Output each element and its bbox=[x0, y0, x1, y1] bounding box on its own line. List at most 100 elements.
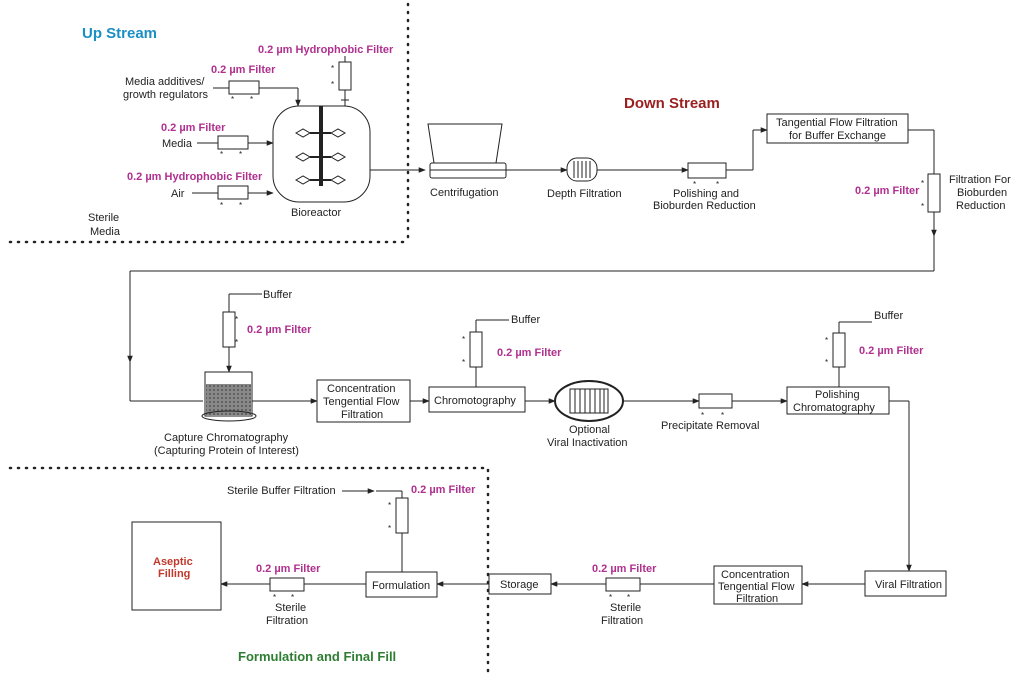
svg-text:*: * bbox=[388, 501, 391, 510]
chromatography-buffer-filter bbox=[469, 331, 483, 368]
storage-label: Storage bbox=[500, 579, 539, 591]
growth-regulators-label: growth regulators bbox=[123, 89, 208, 101]
svg-text:*: * bbox=[825, 336, 828, 345]
sterile-media-label: Sterile bbox=[88, 212, 119, 224]
media-additives-label: Media additives/ bbox=[125, 76, 205, 88]
filter-label-additives: 0.2 µm Filter bbox=[211, 64, 276, 76]
tff-label-1: Tangential Flow Filtration bbox=[776, 117, 898, 129]
impellers bbox=[294, 128, 347, 185]
svg-text:*: * bbox=[231, 95, 234, 104]
capture-buffer-filter bbox=[222, 311, 236, 348]
chromatography-label: Chromotography bbox=[434, 395, 516, 407]
svg-text:*: * bbox=[220, 201, 223, 210]
downstream-row-1: Centrifugation Depth Filtration * * Polis… bbox=[127, 113, 1011, 402]
viral-filtration-label: Viral Filtration bbox=[875, 579, 942, 591]
polishing-chrom-label-2: Chromatography bbox=[793, 402, 875, 414]
filter-media bbox=[217, 135, 249, 150]
svg-text:*: * bbox=[291, 593, 294, 602]
sterile-filtration-label-2: Filtration bbox=[601, 615, 643, 627]
filter-label-bioburden: 0.2 µm Filter bbox=[855, 185, 920, 197]
svg-text:*: * bbox=[239, 150, 242, 159]
precipitate-label: Precipitate Removal bbox=[661, 420, 759, 432]
buffer-label-2: Buffer bbox=[511, 314, 540, 326]
hydrophobic-filter-label-top: 0.2 µm Hydrophobic Filter bbox=[258, 44, 394, 56]
svg-text:*: * bbox=[235, 315, 238, 324]
upstream-section: 0.2 µm Hydrophobic Filter * * 0.2 µm Fil… bbox=[88, 44, 426, 238]
polishing-buffer-filter bbox=[832, 332, 846, 368]
formulation-label: Formulation bbox=[372, 580, 430, 592]
section-dividers bbox=[8, 2, 490, 678]
svg-text:*: * bbox=[693, 180, 696, 189]
tff-buffer-exchange-box bbox=[766, 113, 909, 144]
svg-text:*: * bbox=[921, 179, 924, 188]
sterile-filtration-label-1: Sterile bbox=[610, 602, 641, 614]
sterile-filter-storage bbox=[605, 577, 641, 592]
svg-text:*: * bbox=[609, 593, 612, 602]
capture-label-2: (Capturing Protein of Interest) bbox=[154, 445, 299, 457]
conc-label-2: Tengential Flow bbox=[323, 396, 399, 408]
filter-additives bbox=[228, 80, 260, 95]
bioburden-label-1: Filtration For bbox=[949, 174, 1011, 186]
air-label: Air bbox=[171, 188, 185, 200]
svg-text:*: * bbox=[825, 358, 828, 367]
svg-text:*: * bbox=[716, 180, 719, 189]
bioburden-reduction-label: Bioburden Reduction bbox=[653, 200, 756, 212]
viral-inactivation-label-1: Optional bbox=[569, 424, 610, 436]
buffer-label-1: Buffer bbox=[263, 289, 292, 301]
sterile-filter-final bbox=[269, 577, 305, 592]
filter-marks: * bbox=[331, 80, 334, 89]
svg-text:*: * bbox=[273, 593, 276, 602]
final-sterile-label-2: Filtration bbox=[266, 615, 308, 627]
filter-label-media: 0.2 µm Filter bbox=[161, 122, 226, 134]
svg-text:*: * bbox=[627, 593, 630, 602]
filter-label-chromatography: 0.2 µm Filter bbox=[497, 347, 562, 359]
sterile-buffer-filter bbox=[395, 497, 409, 534]
svg-text:*: * bbox=[462, 335, 465, 344]
filter-air bbox=[217, 185, 249, 200]
formulation-row: Viral Filtration Concentration Tengentia… bbox=[131, 484, 947, 627]
svg-text:*: * bbox=[220, 150, 223, 159]
polishing-chromatography-box bbox=[786, 386, 890, 415]
filter-label-final: 0.2 µm Filter bbox=[256, 563, 321, 575]
svg-text:*: * bbox=[721, 411, 724, 420]
filter-label-sterile-buffer: 0.2 µm Filter bbox=[411, 484, 476, 496]
depth-filtration-label: Depth Filtration bbox=[547, 188, 622, 200]
conc2-label-1: Concentration bbox=[721, 569, 790, 581]
conc2-label-3: Filtration bbox=[736, 593, 778, 605]
formulation-title: Formulation and Final Fill bbox=[238, 649, 396, 664]
sterile-media-label-2: Media bbox=[90, 226, 121, 238]
conc2-label-2: Tengential Flow bbox=[718, 581, 794, 593]
bioburden-label-3: Reduction bbox=[956, 200, 1006, 212]
filter-label-storage: 0.2 µm Filter bbox=[592, 563, 657, 575]
upstream-title: Up Stream bbox=[82, 25, 157, 42]
buffer-label-3: Buffer bbox=[874, 310, 903, 322]
concentration-tff-box-1 bbox=[316, 379, 411, 423]
viral-inactivation-label-2: Viral Inactivation bbox=[547, 437, 628, 449]
hydrophobic-filter-label-air: 0.2 µm Hydrophobic Filter bbox=[127, 171, 263, 183]
formulation-box bbox=[365, 571, 438, 598]
capture-label-1: Capture Chromatography bbox=[164, 432, 289, 444]
aseptic-label-1: Aseptic bbox=[153, 556, 193, 568]
svg-text:*: * bbox=[388, 524, 391, 533]
hydrophobic-filter-top bbox=[338, 61, 352, 91]
svg-text:*: * bbox=[921, 202, 924, 211]
final-sterile-label-1: Sterile bbox=[275, 602, 306, 614]
polishing-label: Polishing and bbox=[673, 188, 739, 200]
conc-label-3: Filtration bbox=[341, 409, 383, 421]
precipitate-filter bbox=[698, 393, 733, 409]
bioburden-label-2: Bioburden bbox=[957, 187, 1007, 199]
svg-text:*: * bbox=[701, 411, 704, 420]
media-label: Media bbox=[162, 138, 193, 150]
filter-label-capture: 0.2 µm Filter bbox=[247, 324, 312, 336]
sterile-buffer-label: Sterile Buffer Filtration bbox=[227, 485, 336, 497]
svg-text:*: * bbox=[235, 338, 238, 347]
centrifugation-label: Centrifugation bbox=[430, 187, 499, 199]
polishing-chrom-label-1: Polishing bbox=[815, 389, 860, 401]
aseptic-label-2: Filling bbox=[158, 568, 190, 580]
tff-label-2: for Buffer Exchange bbox=[789, 130, 886, 142]
conc-label-1: Concentration bbox=[327, 383, 396, 395]
bioburden-filter bbox=[927, 173, 941, 213]
aseptic-filling-box bbox=[131, 521, 222, 611]
